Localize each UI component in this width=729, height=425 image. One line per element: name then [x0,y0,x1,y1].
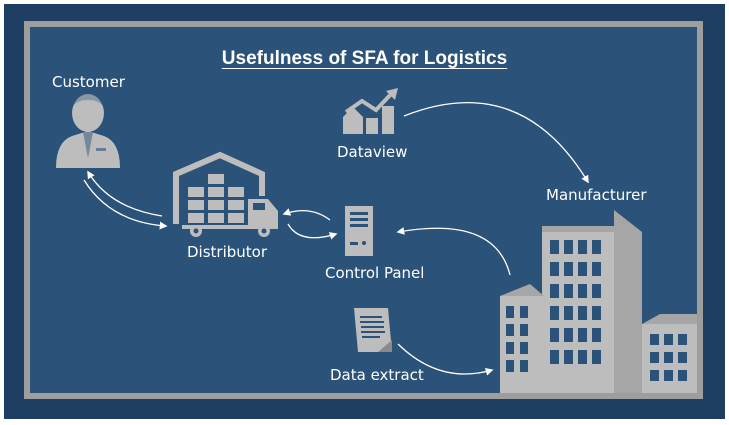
control-panel-label: Control Panel [325,264,425,282]
server-tower-icon [345,206,373,256]
diagram-title: Usefulness of SFA for Logistics [221,48,508,69]
arrow-control-panel-to-distributor [282,208,331,221]
warehouse-truck-icon [173,151,278,237]
arrow-dataview-to-manufacturer [403,102,589,184]
arrow-data-extract-to-manufacturer [397,343,494,376]
arrow-customer-to-distributor [83,179,168,230]
bar-chart-trend-icon [343,88,398,134]
arrow-manufacturer-to-control-panel [396,227,511,276]
arrow-distributor-to-control-panel [287,223,338,240]
customer-label: Customer [52,73,125,91]
document-icon [354,308,392,352]
person-icon [56,92,120,168]
distributor-label: Distributor [187,243,268,261]
manufacturer-label: Manufacturer [546,186,647,204]
flow-arrows [83,102,589,376]
dataview-label: Dataview [337,143,408,161]
arrow-distributor-to-customer [87,170,163,217]
office-buildings-icon [500,210,697,393]
data-extract-label: Data extract [330,366,424,384]
